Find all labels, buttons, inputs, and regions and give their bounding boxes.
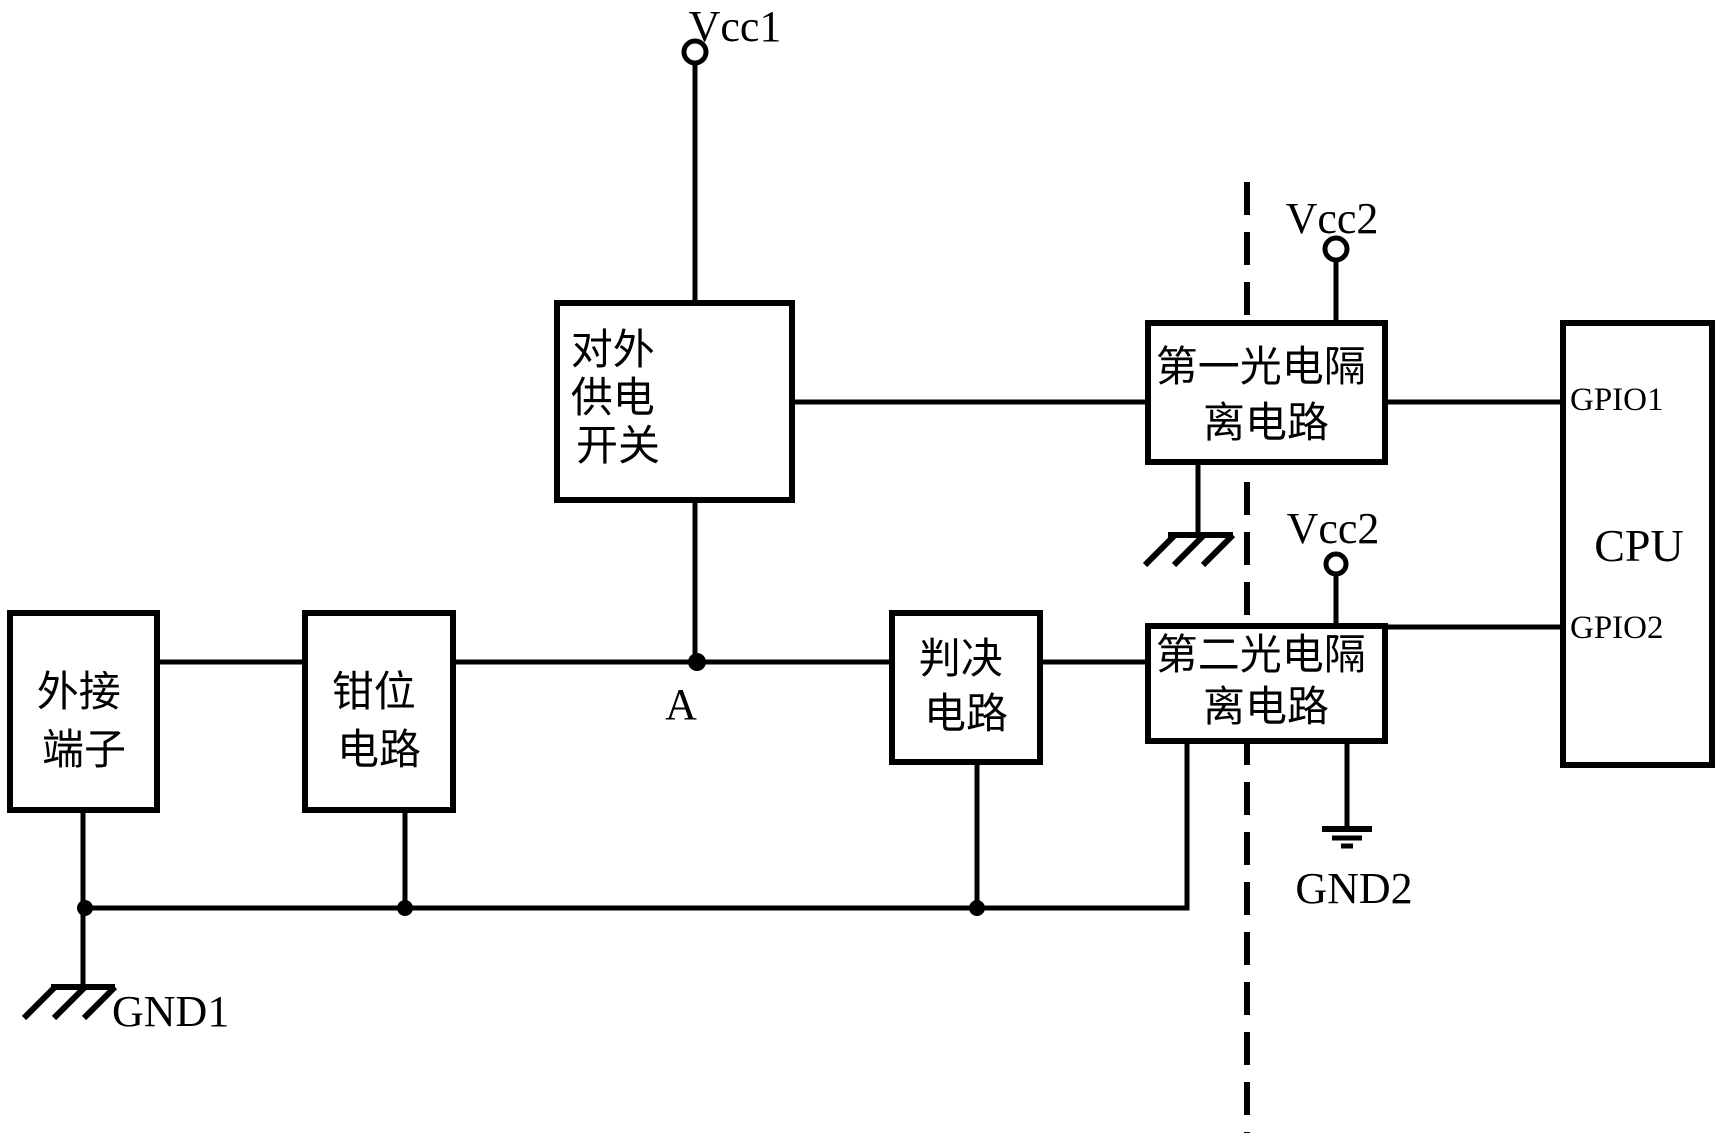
vcc2-bottom-label: Vcc2 [1287,504,1380,553]
opto-isolator-1-box [1145,320,1388,465]
gnd2-label: GND2 [1295,864,1412,913]
cpu-label: CPU [1594,520,1683,571]
power-switch-label: 对外 供电 开关 [571,328,666,470]
junction-dot-clamp [397,900,413,916]
power-switch-box [554,300,795,503]
opto-isolator-2-box [1145,623,1388,744]
vcc2-top-label: Vcc2 [1286,194,1379,243]
opto-isolator-1-line2: 离电路 [1203,400,1329,447]
junction-dot-decision [969,900,985,916]
clamp-circuit-line2: 电路 [337,728,421,774]
gnd2-ground-icon [1322,826,1372,849]
external-terminal-line1: 外接 [37,670,121,716]
power-switch-line1: 对外 [571,328,655,374]
clamp-circuit-box [302,610,456,813]
decision-circuit-line2: 电路 [924,692,1008,738]
opto-isolator-2-line2: 离电路 [1203,684,1329,731]
cpu-box [1560,320,1715,768]
gnd1-ground-icon [21,984,118,1021]
opto-isolator-2-line1: 第二光电隔 [1156,633,1366,679]
junction-dot-gnd1 [77,900,93,916]
decision-circuit-label: 判决 电路 [919,637,1014,738]
ground-bus [83,741,1190,911]
opto-isolator-1-line1: 第一光电隔 [1156,345,1366,391]
decision-circuit-box [889,610,1043,765]
external-terminal-line2: 端子 [42,728,126,774]
vcc1-label: Vcc1 [689,2,782,51]
opto-isolator-2-label: 第二光电隔 离电路 [1156,633,1377,731]
node-a-label: A [665,680,697,729]
chassis-ground-icon [1142,532,1236,568]
external-terminal-box [7,610,160,813]
node-a-junction-dot [688,653,706,671]
decision-circuit-line1: 判决 [919,637,1003,683]
power-switch-line3: 开关 [576,424,660,470]
power-switch-line2: 供电 [571,376,655,422]
clamp-circuit-label: 钳位 电路 [332,669,427,774]
opto-isolator-1-label: 第一光电隔 离电路 [1156,345,1377,447]
gnd1-label: GND1 [112,987,229,1036]
cpu-pin-gpio1-label: GPIO1 [1570,382,1664,418]
vcc2-bottom-terminal-icon [1323,551,1349,577]
clamp-circuit-line1: 钳位 [332,669,416,716]
cpu-pin-gpio2-label: GPIO2 [1570,610,1664,646]
external-terminal-label: 外接 端子 [37,670,132,774]
